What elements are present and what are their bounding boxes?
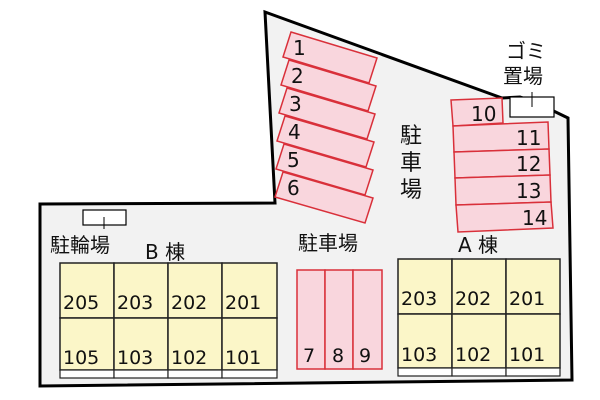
unit-b-202[interactable] bbox=[167, 262, 223, 319]
parking-right-group bbox=[450, 97, 554, 233]
unit-a-203-label: 203 bbox=[401, 288, 437, 310]
unit-b-203-label: 203 bbox=[117, 292, 153, 314]
parking-label-7: 7 bbox=[303, 345, 315, 367]
parking-label-11: 11 bbox=[516, 126, 541, 150]
parking-space-9[interactable] bbox=[352, 269, 383, 370]
parking-space-2[interactable] bbox=[280, 59, 377, 112]
garbage-label-1: ゴミ bbox=[506, 39, 546, 63]
parking-bottom-group bbox=[296, 269, 383, 370]
parking-vertical-label-1: 駐 bbox=[400, 124, 422, 149]
parking-space-10[interactable] bbox=[450, 97, 504, 127]
parking-bottom-label: 駐車場 bbox=[298, 231, 358, 255]
unit-a-101-label: 101 bbox=[509, 344, 545, 366]
parking-left-group bbox=[274, 31, 378, 224]
parking-space-14[interactable] bbox=[455, 201, 554, 233]
parking-label-5: 5 bbox=[287, 148, 300, 172]
unit-a-102-label: 102 bbox=[455, 344, 491, 366]
unit-b-103-label: 103 bbox=[117, 347, 153, 369]
unit-b-105-label: 105 bbox=[63, 347, 99, 369]
parking-label-2: 2 bbox=[291, 64, 304, 88]
building-a bbox=[397, 258, 561, 369]
parking-space-7[interactable] bbox=[296, 269, 326, 370]
parking-label-3: 3 bbox=[289, 92, 302, 116]
unit-a-103-label: 103 bbox=[401, 344, 437, 366]
parking-space-1[interactable] bbox=[282, 31, 378, 84]
parking-label-13: 13 bbox=[516, 179, 541, 203]
bike-parking-label: 駐輪場 bbox=[50, 233, 110, 257]
parking-space-8[interactable] bbox=[324, 269, 354, 370]
unit-b-205-label: 205 bbox=[63, 292, 99, 314]
unit-a-101[interactable] bbox=[505, 313, 561, 369]
unit-b-203[interactable] bbox=[113, 262, 169, 319]
parking-vertical-label-3: 場 bbox=[400, 178, 422, 203]
unit-b-201-label: 201 bbox=[225, 292, 261, 314]
parking-space-4[interactable] bbox=[276, 115, 375, 168]
garbage-label-2: 置場 bbox=[503, 64, 543, 88]
building-a-label: A 棟 bbox=[458, 233, 498, 257]
parking-space-3[interactable] bbox=[278, 87, 376, 140]
unit-b-201[interactable] bbox=[221, 262, 278, 319]
unit-b-102-label: 102 bbox=[171, 347, 207, 369]
parking-label-12: 12 bbox=[516, 152, 541, 176]
parking-label-4: 4 bbox=[288, 120, 301, 144]
parking-label-9: 9 bbox=[359, 345, 371, 367]
parking-label-10: 10 bbox=[471, 102, 496, 126]
parking-label-1: 1 bbox=[293, 36, 306, 60]
unit-a-201-label: 201 bbox=[509, 288, 545, 310]
unit-b-101-label: 101 bbox=[225, 347, 261, 369]
parking-label-8: 8 bbox=[332, 345, 344, 367]
unit-a-202-label: 202 bbox=[455, 288, 491, 310]
parking-space-6[interactable] bbox=[274, 171, 374, 224]
unit-b-202-label: 202 bbox=[171, 292, 207, 314]
parking-label-6: 6 bbox=[287, 176, 300, 200]
unit-b-102[interactable] bbox=[167, 317, 223, 371]
building-b-label: B 棟 bbox=[145, 240, 185, 264]
unit-b-101[interactable] bbox=[221, 317, 278, 371]
parking-vertical-label-2: 車 bbox=[400, 151, 422, 176]
unit-a-102[interactable] bbox=[451, 313, 507, 369]
parking-label-14: 14 bbox=[522, 206, 547, 230]
